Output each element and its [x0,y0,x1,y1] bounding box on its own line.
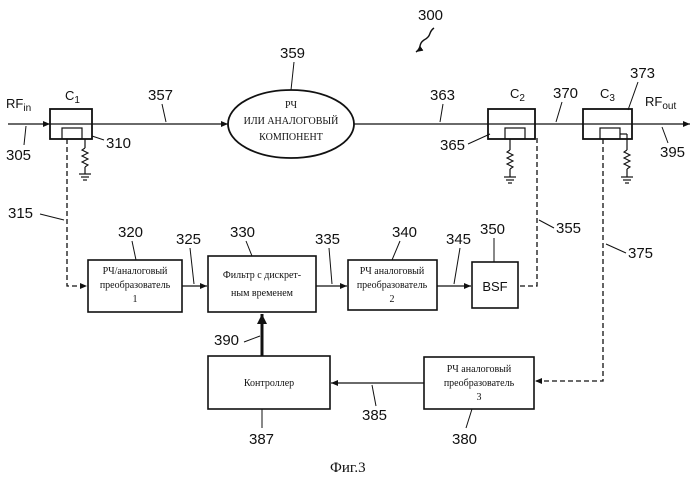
ref-390: 390 [214,332,239,349]
ref-385: 385 [362,407,387,424]
line-355 [518,138,537,286]
leader-320 [132,241,136,260]
coupler-c3-label: C3 [600,86,615,104]
ref-387: 387 [249,431,274,448]
leader-395 [662,127,668,143]
ref-340: 340 [392,224,417,241]
component-line1: РЧ [285,100,298,111]
conv3-line3: 3 [477,392,482,403]
conv1-line2: преобразователь [100,280,171,291]
bsf-label: BSF [482,279,507,294]
figure-pointer [416,28,434,52]
leader-310 [92,136,104,140]
leader-340 [392,241,400,260]
leader-380 [466,409,472,428]
leader-370 [556,102,562,122]
coupler-c1-label: C1 [65,88,80,106]
ref-315: 315 [8,205,33,222]
leader-330 [246,241,252,256]
ref-373: 373 [630,65,655,82]
conv2-line1: РЧ аналоговый [360,266,425,277]
leader-373 [628,82,638,110]
ref-370: 370 [553,85,578,102]
leader-390 [244,336,260,342]
ref-310: 310 [106,135,131,152]
ref-359: 359 [280,45,305,62]
component-line2: ИЛИ АНАЛОГОВЫЙ [244,115,339,127]
filter-line1: Фильтр с дискрет- [223,270,301,281]
conv3-line1: РЧ аналоговый [447,364,512,375]
figure-caption: Фиг.3 [330,460,366,476]
leader-345 [454,248,460,284]
leader-365 [468,134,490,144]
leader-355 [539,220,554,228]
conv2-line3: 2 [390,294,395,305]
discrete-time-filter [208,256,316,312]
rf-out-label: RFout [645,94,676,112]
leader-375 [606,244,626,253]
ref-305: 305 [6,147,31,164]
rf-in-label: RFin [6,96,31,114]
leader-385 [372,385,376,406]
component-line3: КОМПОНЕНТ [259,132,323,143]
ref-375: 375 [628,245,653,262]
line-375 [535,139,603,381]
ref-355: 355 [556,220,581,237]
leader-325 [190,248,194,284]
conv1-line1: РЧ/аналоговый [103,266,168,277]
leader-305 [24,126,26,145]
ref-365: 365 [440,137,465,154]
coupler-c1 [50,109,92,180]
ref-345: 345 [446,231,471,248]
ref-330: 330 [230,224,255,241]
leader-357 [162,104,166,122]
leader-315 [40,214,64,220]
coupler-c3 [583,109,633,183]
filter-line2: ным временем [231,288,294,299]
coupler-c2-label: C2 [510,86,525,104]
figure-number: 300 [418,7,443,24]
ref-320: 320 [118,224,143,241]
ref-357: 357 [148,87,173,104]
ref-335: 335 [315,231,340,248]
ref-363: 363 [430,87,455,104]
ref-325: 325 [176,231,201,248]
leader-363 [440,104,443,122]
controller-label: Контроллер [244,378,294,389]
ref-380: 380 [452,431,477,448]
leader-359 [291,62,294,90]
conv1-line3: 1 [133,294,138,305]
ref-395: 395 [660,144,685,161]
leader-335 [329,248,332,284]
conv3-line2: преобразователь [444,378,515,389]
conv2-line2: преобразователь [357,280,428,291]
ref-350: 350 [480,221,505,238]
coupler-c2 [488,109,535,183]
